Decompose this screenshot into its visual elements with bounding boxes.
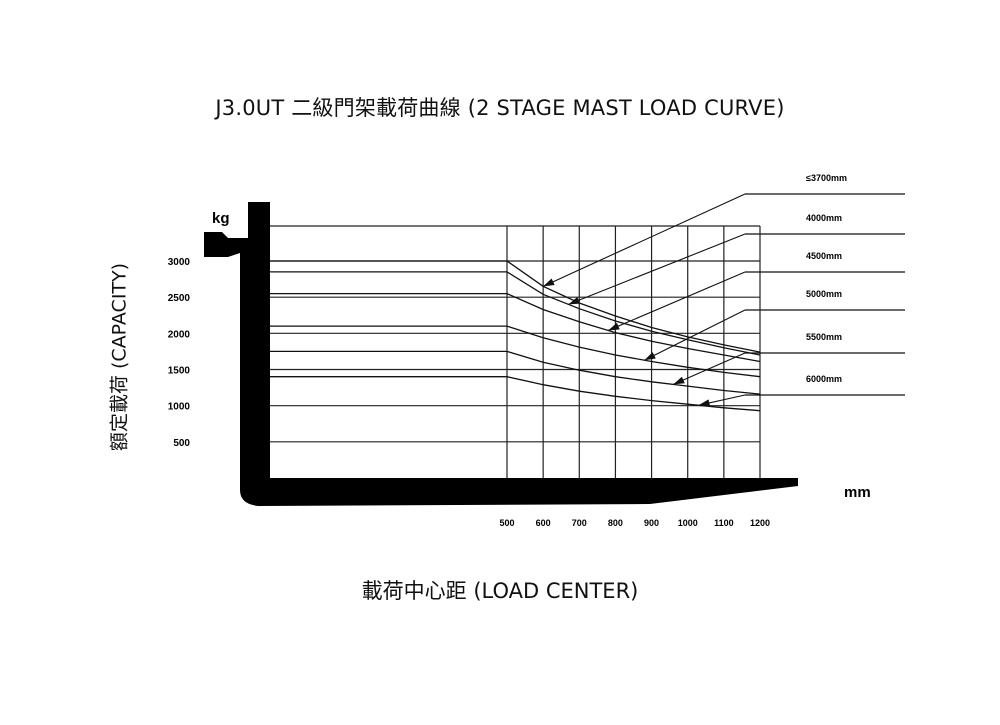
series-leader-line — [644, 309, 746, 361]
series-arrow-icon — [543, 278, 555, 287]
series-label: 5500mm — [806, 332, 842, 342]
x-tick-label: 600 — [536, 518, 551, 528]
x-tick-label: 1200 — [750, 518, 770, 528]
load-curve-line — [270, 325, 761, 378]
series-arrow-icon — [608, 322, 620, 331]
y-tick-label: 1000 — [168, 402, 191, 413]
series-leader-line — [568, 233, 746, 305]
x-tick-label: 1000 — [678, 518, 698, 528]
series-leader-line — [673, 352, 746, 385]
series-arrow-icon — [698, 399, 711, 407]
chart-title: J3.0UT 二級門架載荷曲線 (2 STAGE MAST LOAD CURVE… — [215, 96, 785, 120]
fork-shape — [204, 202, 798, 506]
series-label: 4000mm — [806, 213, 842, 223]
series-leader-line — [542, 193, 746, 287]
x-tick-label: 900 — [644, 518, 659, 528]
series-leader-line — [607, 271, 746, 331]
load-curve-line — [270, 292, 761, 363]
load-curve-line — [270, 260, 761, 353]
x-unit-label: mm — [844, 484, 871, 501]
x-tick-label: 500 — [499, 518, 514, 528]
series-label: 6000mm — [806, 374, 842, 384]
series-arrow-icon — [568, 296, 580, 305]
x-tick-label: 700 — [572, 518, 587, 528]
series-arrow-icon — [673, 376, 685, 385]
load-curve-line — [270, 271, 761, 356]
load-curve-line — [270, 376, 761, 412]
x-axis-label: 載荷中心距 (LOAD CENTER) — [361, 579, 639, 603]
x-tick-label: 1100 — [714, 518, 734, 528]
series-arrow-icon — [644, 352, 656, 361]
load-curve-line — [270, 350, 761, 395]
x-tick-label: 800 — [608, 518, 623, 528]
y-tick-label: 3000 — [168, 257, 191, 268]
series-label: 5000mm — [806, 289, 842, 299]
series-label: 4500mm — [806, 251, 842, 261]
y-unit-label: kg — [212, 210, 230, 227]
y-tick-label: 2000 — [168, 329, 191, 340]
y-tick-label: 500 — [173, 438, 190, 449]
y-tick-label: 2500 — [168, 293, 191, 304]
series-label: ≤3700mm — [806, 173, 847, 183]
y-tick-label: 1500 — [168, 366, 191, 377]
